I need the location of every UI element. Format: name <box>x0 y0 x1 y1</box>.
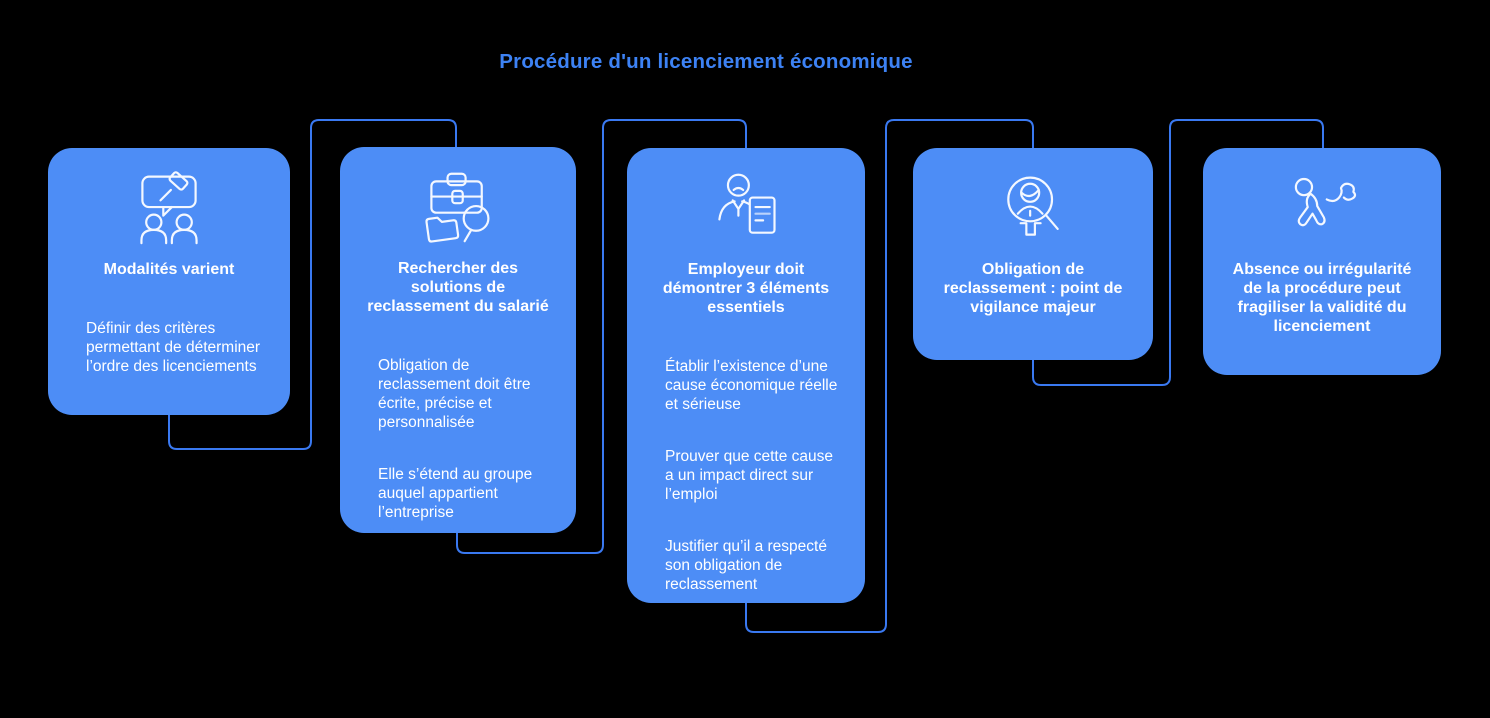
card-heading: Absence ou irrégularité de la procédure … <box>1232 261 1412 335</box>
card-body-text: Elle s’étend au groupe auquel appartient… <box>378 466 533 521</box>
card-absence-irregularite: Absence ou irrégularité de la procédure … <box>1203 148 1441 375</box>
discussion-gavel-icon <box>64 166 274 250</box>
employer-document-icon <box>643 166 849 250</box>
card-modalites-varient: Modalités varient Définir des critères p… <box>48 148 290 415</box>
card-heading: Rechercher des solutions de reclassement… <box>367 260 549 315</box>
connector-3-4 <box>745 119 1034 633</box>
card-rechercher-solutions: Rechercher des solutions de reclassement… <box>340 147 576 533</box>
briefcase-search-icon <box>356 165 560 249</box>
card-heading: Employeur doit démontrer 3 éléments esse… <box>662 261 830 316</box>
card-body-text: Justifier qu’il a respecté son obligatio… <box>665 538 827 593</box>
card-body-text: Obligation de reclassement doit être écr… <box>378 357 531 431</box>
card-employeur-demontrer: Employeur doit démontrer 3 éléments esse… <box>627 148 865 603</box>
card-body-text: Prouver que cette cause a un impact dire… <box>665 448 834 503</box>
card-obligation-reclassement: Obligation de reclassement : point de vi… <box>913 148 1153 360</box>
magnifier-person-icon <box>929 166 1137 250</box>
card-body-text: Définir des critères permettant de déter… <box>86 320 261 375</box>
connector-1-2 <box>168 119 457 450</box>
connector-2-3 <box>456 119 747 554</box>
card-heading: Obligation de reclassement : point de vi… <box>943 261 1123 316</box>
card-body-text: Établir l’existence d’une cause économiq… <box>665 358 838 413</box>
connector-4-5 <box>1032 119 1324 386</box>
card-heading: Modalités varient <box>103 261 235 278</box>
page-title: Procédure d'un licenciement économique <box>499 50 913 73</box>
person-leaving-icon <box>1219 166 1425 250</box>
